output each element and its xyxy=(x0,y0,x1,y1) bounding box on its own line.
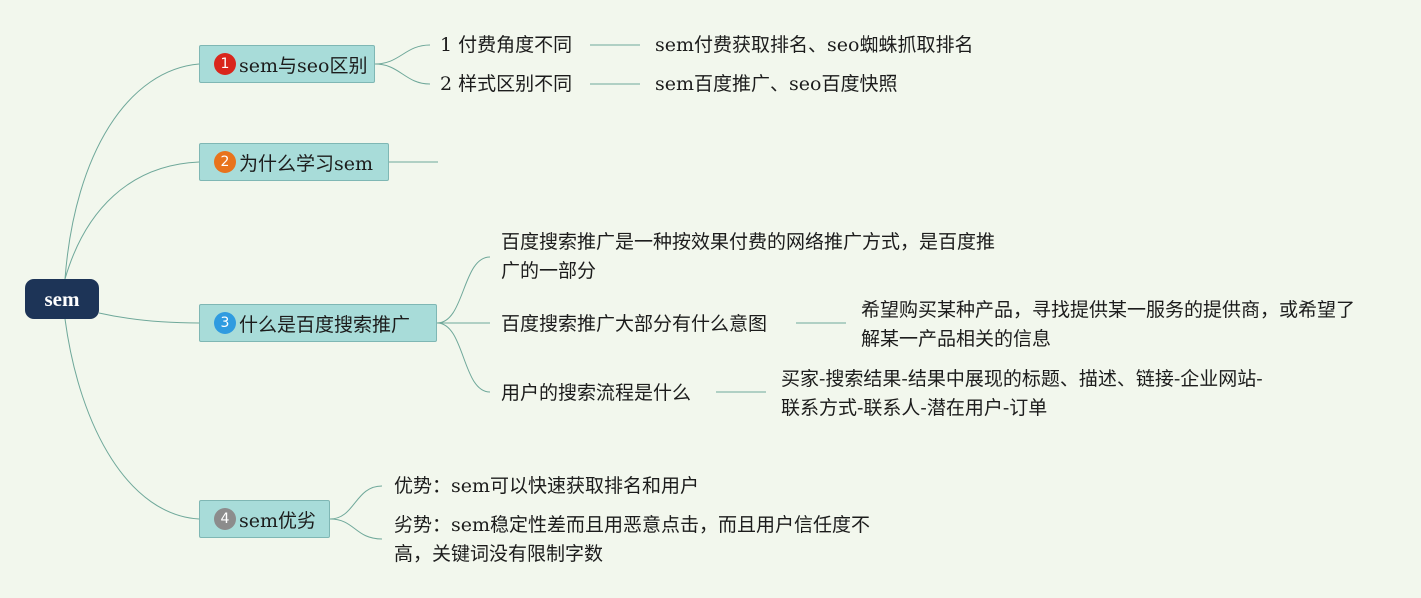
connector-root-branch-3 xyxy=(98,312,200,324)
priority-4-icon: 4 xyxy=(214,508,236,530)
connector-b1-c1 xyxy=(374,44,431,65)
branch-label: 为什么学习sem xyxy=(239,152,374,175)
priority-2-icon: 2 xyxy=(214,151,236,173)
topic-detail-node[interactable]: 希望购买某种产品，寻找提供某一服务的提供商，或希望了解某一产品相关的信息 xyxy=(861,299,1356,350)
topic-node[interactable]: 优势：sem可以快速获取排名和用户 xyxy=(394,475,700,497)
branch-label: 什么是百度搜索推广 xyxy=(239,313,411,336)
connector-b3-c1 xyxy=(436,256,491,324)
topic-detail-node[interactable]: 买家-搜索结果-结果中展现的标题、描述、链接-企业网站-联系方式-联系人-潜在用… xyxy=(781,368,1263,419)
branch-label: sem与seo区别 xyxy=(239,54,368,77)
connector-root-branch-1 xyxy=(64,63,200,280)
connector-b4-c2 xyxy=(329,518,383,540)
topic-node[interactable]: 劣势：sem稳定性差而且用恶意点击，而且用户信任度不高，关键词没有限制字数 xyxy=(394,514,871,565)
branch-node-2[interactable]: 2 为什么学习sem xyxy=(199,143,389,181)
priority-3-icon: 3 xyxy=(214,312,236,334)
priority-1-icon: 1 xyxy=(214,53,236,75)
branch-label: sem优劣 xyxy=(239,509,317,532)
connector-b1-c2 xyxy=(374,63,431,85)
branch-node-3[interactable]: 3 什么是百度搜索推广 xyxy=(199,304,437,342)
topic-node[interactable]: 百度搜索推广是一种按效果付费的网络推广方式，是百度推广的一部分 xyxy=(501,231,996,282)
topic-node[interactable]: 2 样式区别不同 xyxy=(440,73,573,95)
connector-root-branch-4 xyxy=(64,318,200,520)
connector-b3-c3 xyxy=(436,322,491,393)
topic-detail-node[interactable]: sem付费获取排名、seo蜘蛛抓取排名 xyxy=(655,34,974,56)
topic-node[interactable]: 用户的搜索流程是什么 xyxy=(501,382,692,404)
branch-node-1[interactable]: 1 sem与seo区别 xyxy=(199,45,375,83)
branch-node-4[interactable]: 4 sem优劣 xyxy=(199,500,330,538)
topic-node[interactable]: 百度搜索推广大部分有什么意图 xyxy=(501,313,768,335)
connector-root-branch-2 xyxy=(64,161,200,280)
root-node[interactable]: sem xyxy=(25,279,99,319)
connector-b4-c1 xyxy=(329,485,383,520)
root-label: sem xyxy=(44,286,80,311)
topic-detail-node[interactable]: sem百度推广、seo百度快照 xyxy=(655,73,898,95)
topic-node[interactable]: 1 付费角度不同 xyxy=(440,34,573,56)
